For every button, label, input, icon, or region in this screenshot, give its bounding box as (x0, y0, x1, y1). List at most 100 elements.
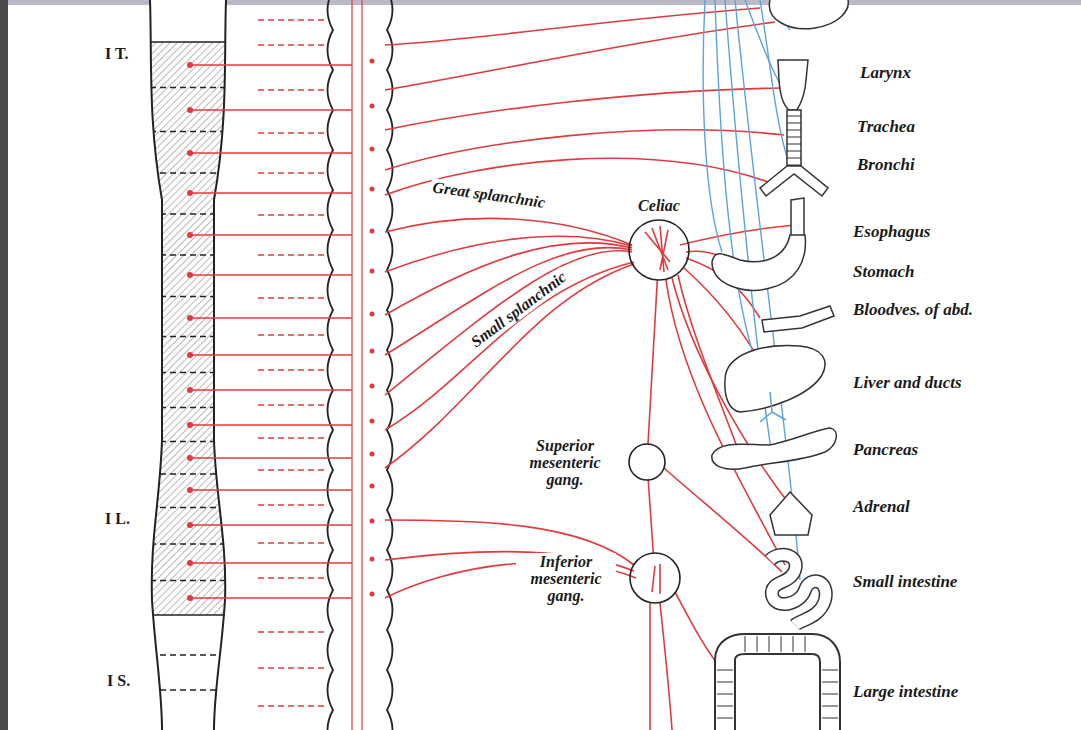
rami-lines (187, 387, 193, 393)
rami-lines (187, 20, 375, 706)
large-intestine-folds (757, 636, 758, 652)
large-intestine-folds (822, 706, 838, 707)
segment-line (140, 543, 240, 544)
large-intestine-folds (822, 670, 838, 671)
rami-lines (258, 577, 325, 578)
segment-line (140, 507, 240, 508)
rami-lines (187, 560, 193, 566)
rami-lines (370, 312, 375, 317)
rami-lines (258, 469, 325, 470)
rami-lines (187, 107, 193, 113)
nerve-lines (649, 603, 651, 730)
organ-name: Large intestine (853, 682, 958, 702)
segment-line (140, 473, 240, 474)
large-intestine-folds (717, 670, 733, 671)
rami-lines (187, 272, 193, 278)
ganglion-circle (628, 551, 682, 605)
vessel-drawing (762, 306, 834, 332)
rami-lines (190, 274, 352, 276)
trachea-rings (787, 116, 801, 117)
stomach-drawing (712, 235, 805, 290)
rami-lines (258, 172, 325, 173)
nerve-lines (385, 218, 632, 245)
rami-lines (258, 667, 325, 668)
rami-lines (190, 389, 352, 391)
segment-label: I L. (105, 510, 130, 528)
organ-drawings (712, 0, 848, 730)
rami-lines (187, 455, 193, 461)
sympathetic-trunk (387, 0, 393, 730)
organ-drawings (770, 555, 826, 625)
sympathetic-trunk (361, 0, 362, 730)
ganglion-outline (630, 553, 680, 603)
rami-lines (258, 369, 325, 370)
nerve-lines (385, 262, 634, 430)
segment-line (140, 614, 240, 615)
rami-lines (370, 349, 375, 354)
ganglion-label: Inferior mesenteric gang. (516, 553, 616, 604)
rami-lines (258, 19, 325, 20)
ganglion-label: Superior mesenteric gang. (515, 437, 615, 488)
rami-lines (187, 422, 193, 428)
vagus-lines (703, 0, 722, 252)
trachea-rings (787, 130, 801, 131)
adrenal-drawing (770, 492, 812, 535)
rami-lines (258, 254, 325, 255)
ganglion-circle (627, 218, 691, 282)
rami-lines (190, 152, 352, 154)
rami-lines (187, 315, 193, 321)
rami-lines (370, 419, 375, 424)
organ-name: Pancreas (853, 440, 918, 460)
nerve-lines (645, 226, 670, 272)
segment-line (140, 296, 240, 297)
organ-name: Larynx (860, 63, 911, 83)
rami-lines (187, 595, 193, 601)
rami-lines (370, 147, 375, 152)
large-intestine-folds (822, 718, 838, 719)
rami-lines (190, 109, 352, 111)
large-intestine-folds (769, 636, 770, 652)
large-intestine-folds (793, 636, 794, 652)
rami-lines (370, 59, 375, 64)
nerve-lines (660, 603, 672, 730)
rami-lines (258, 214, 325, 215)
rami-lines (370, 187, 375, 192)
rami-lines (190, 562, 352, 564)
spinal-cord (150, 0, 162, 730)
organ-name: Bronchi (857, 155, 915, 175)
organ-drawings (725, 644, 830, 730)
nerve-name: Small splanchnic (466, 267, 571, 353)
ganglion: Inferior mesenteric gang. (516, 551, 682, 605)
large-intestine-folds (822, 682, 838, 683)
nerve-lines (385, 248, 632, 355)
rami-lines (190, 354, 352, 356)
trachea-rings (787, 158, 801, 159)
left-strip (0, 0, 8, 730)
large-intestine-folds (717, 718, 733, 719)
rami-lines (190, 457, 352, 459)
rami-lines (187, 190, 193, 196)
organ-name: Stomach (853, 262, 914, 282)
organ-name: Liver and ducts (853, 373, 962, 393)
large-intestine-folds (822, 694, 838, 695)
esophagus-drawing (791, 198, 804, 236)
nerve-connector (648, 280, 657, 444)
segment-line (140, 131, 240, 132)
heart-drawing (769, 0, 848, 29)
larynx-drawing (778, 60, 808, 110)
rami-lines (370, 384, 375, 389)
ganglion-circle (627, 442, 667, 482)
nerve-lines (385, 88, 782, 130)
rami-lines (258, 542, 325, 543)
rami-lines (258, 132, 325, 133)
pancreas-drawing (712, 428, 837, 469)
rami-lines (190, 489, 352, 491)
nerve-lines (385, 251, 632, 395)
ganglion: Celiac (627, 197, 691, 282)
rami-lines (190, 597, 352, 599)
rami-lines (258, 297, 325, 298)
rami-lines (187, 522, 193, 528)
